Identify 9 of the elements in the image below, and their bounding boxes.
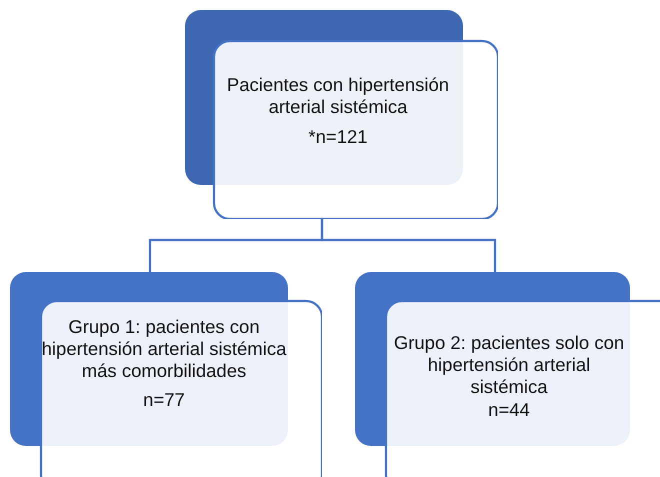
node-title: Pacientes con hipertensión arterial sistémica [226, 74, 450, 118]
sample-size: *n=121 [308, 126, 368, 149]
connector-line [320, 219, 496, 272]
sample-size: n=44 [488, 398, 530, 421]
process-box [185, 10, 498, 219]
process-box [10, 272, 322, 477]
process-box [355, 272, 660, 477]
sample-size: n=77 [143, 388, 185, 411]
node-title: Grupo 1: pacientes con hipertensión arterial sistémica más comorbilidades [40, 316, 288, 383]
